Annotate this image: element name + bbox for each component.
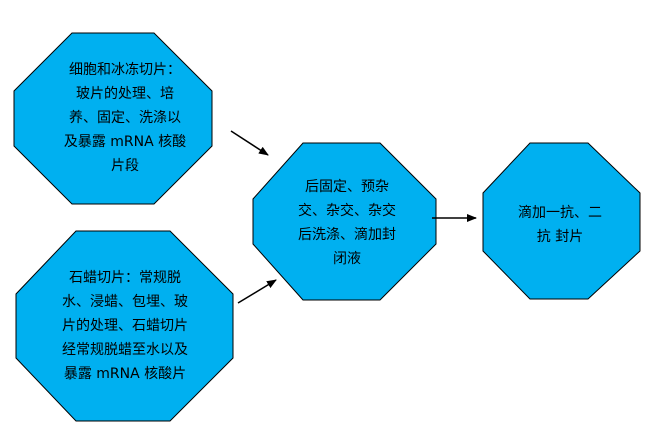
node-paraffin-line-1: 石蜡切片：常规脱 — [69, 269, 181, 286]
node-cryo-line-1: 细胞和冰冻切片： — [69, 61, 181, 78]
node-cryo-line-3: 养、固定、洗涤以 — [69, 109, 181, 126]
node-cryo-line-5: 片段 — [111, 157, 139, 174]
node-paraffin-line-4: 经常规脱蜡至水以及 — [62, 341, 188, 358]
node-postfix-line-3: 后洗涤、滴加封 — [298, 226, 396, 243]
node-cryo-octagon — [13, 32, 213, 205]
node-postfix-octagon — [252, 142, 437, 301]
node-antibody-line-2: 抗 封片 — [536, 229, 584, 245]
node-antibody-line-1: 滴加一抗、二 — [518, 205, 602, 221]
node-cryo-line-2: 玻片的处理、培 — [76, 85, 174, 102]
node-paraffin-line-2: 水、浸蜡、包埋、玻 — [62, 293, 188, 310]
node-postfix-label: 后固定、预杂 交、杂交、杂交 后洗涤、滴加封 闭液 — [272, 170, 422, 275]
node-paraffin-line-3: 片的处理、石蜡切片 — [62, 317, 188, 334]
arrow-paraffin-to-postfix — [237, 279, 277, 304]
node-postfix-line-1: 后固定、预杂 — [305, 178, 389, 195]
node-paraffin-label: 石蜡切片：常规脱 水、浸蜡、包埋、玻 片的处理、石蜡切片 经常规脱蜡至水以及 暴… — [35, 263, 215, 388]
node-postfix-line-2: 交、杂交、杂交 — [298, 202, 396, 219]
node-cryo-label: 细胞和冰冻切片： 玻片的处理、培 养、固定、洗涤以 及暴露 mRNA 核酸 片段 — [50, 55, 200, 180]
node-antibody-octagon — [482, 142, 641, 300]
node-paraffin-octagon — [15, 230, 234, 422]
arrow-cryo-to-postfix — [230, 130, 269, 156]
node-cryo-line-4: 及暴露 mRNA 核酸 — [63, 133, 187, 150]
node-antibody-label: 滴加一抗、二 抗 封片 — [490, 195, 630, 255]
node-paraffin-line-5: 暴露 mRNA 核酸片 — [63, 365, 187, 382]
node-postfix-line-4: 闭液 — [333, 250, 361, 267]
